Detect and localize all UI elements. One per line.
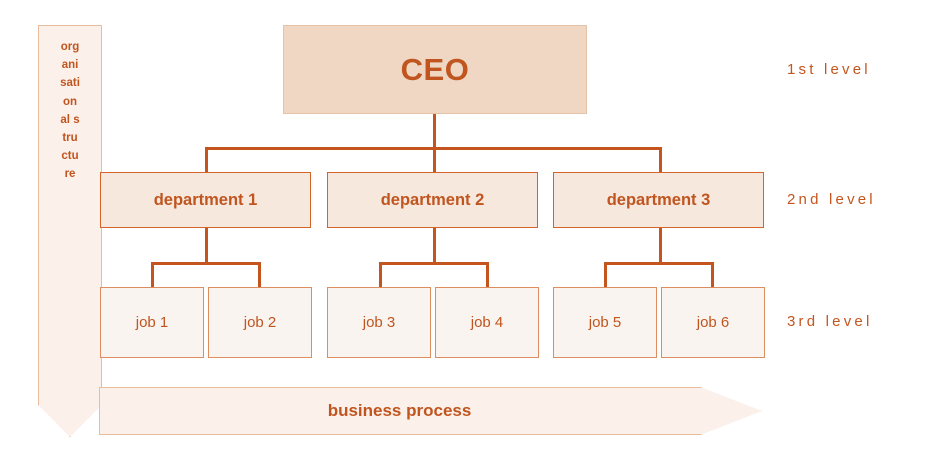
- connector-job-6-drop: [711, 262, 714, 288]
- node-job-6[interactable]: job 6: [661, 287, 765, 358]
- node-job-3-label: job 3: [362, 314, 396, 331]
- connector-department-3-drop: [659, 147, 662, 173]
- connector-department-1-bus: [151, 262, 261, 265]
- organisational-structure-arrow: organisational structure: [38, 25, 102, 437]
- connector-department-1-drop: [205, 147, 208, 173]
- node-department-3[interactable]: department 3: [553, 172, 764, 228]
- connector-job-3-drop: [379, 262, 382, 288]
- node-department-2-label: department 2: [380, 190, 485, 209]
- connector-job-2-drop: [258, 262, 261, 288]
- node-job-2[interactable]: job 2: [208, 287, 312, 358]
- connector-job-4-drop: [486, 262, 489, 288]
- node-job-1-label: job 1: [135, 314, 169, 331]
- node-department-1-label: department 1: [153, 190, 258, 209]
- node-job-5[interactable]: job 5: [553, 287, 657, 358]
- business-process-label: business process: [327, 401, 472, 420]
- organisational-structure-label: organisational structure: [60, 41, 80, 181]
- node-job-4-label: job 4: [470, 314, 504, 331]
- level-label-1st: 1st level: [787, 61, 871, 78]
- connector-department-2-bus: [379, 262, 489, 265]
- node-department-2[interactable]: department 2: [327, 172, 538, 228]
- node-job-5-label: job 5: [588, 314, 622, 331]
- node-job-1[interactable]: job 1: [100, 287, 204, 358]
- node-ceo[interactable]: CEO: [283, 25, 587, 114]
- connector-department-1-stem: [205, 228, 208, 263]
- business-process-arrow: business process: [99, 387, 762, 435]
- level-label-3rd: 3rd level: [787, 313, 873, 330]
- connector-department-2-stem: [433, 228, 436, 263]
- connector-department-3-bus: [604, 262, 714, 265]
- node-job-4[interactable]: job 4: [435, 287, 539, 358]
- node-ceo-label: CEO: [400, 51, 470, 87]
- connector-ceo-stem: [433, 114, 436, 148]
- connector-department-2-drop: [433, 147, 436, 173]
- connector-job-5-drop: [604, 262, 607, 288]
- level-label-2nd: 2nd level: [787, 191, 876, 208]
- node-job-6-label: job 6: [696, 314, 730, 331]
- connector-job-1-drop: [151, 262, 154, 288]
- node-job-3[interactable]: job 3: [327, 287, 431, 358]
- node-department-1[interactable]: department 1: [100, 172, 311, 228]
- node-department-3-label: department 3: [606, 190, 711, 209]
- node-job-2-label: job 2: [243, 314, 277, 331]
- connector-department-3-stem: [659, 228, 662, 263]
